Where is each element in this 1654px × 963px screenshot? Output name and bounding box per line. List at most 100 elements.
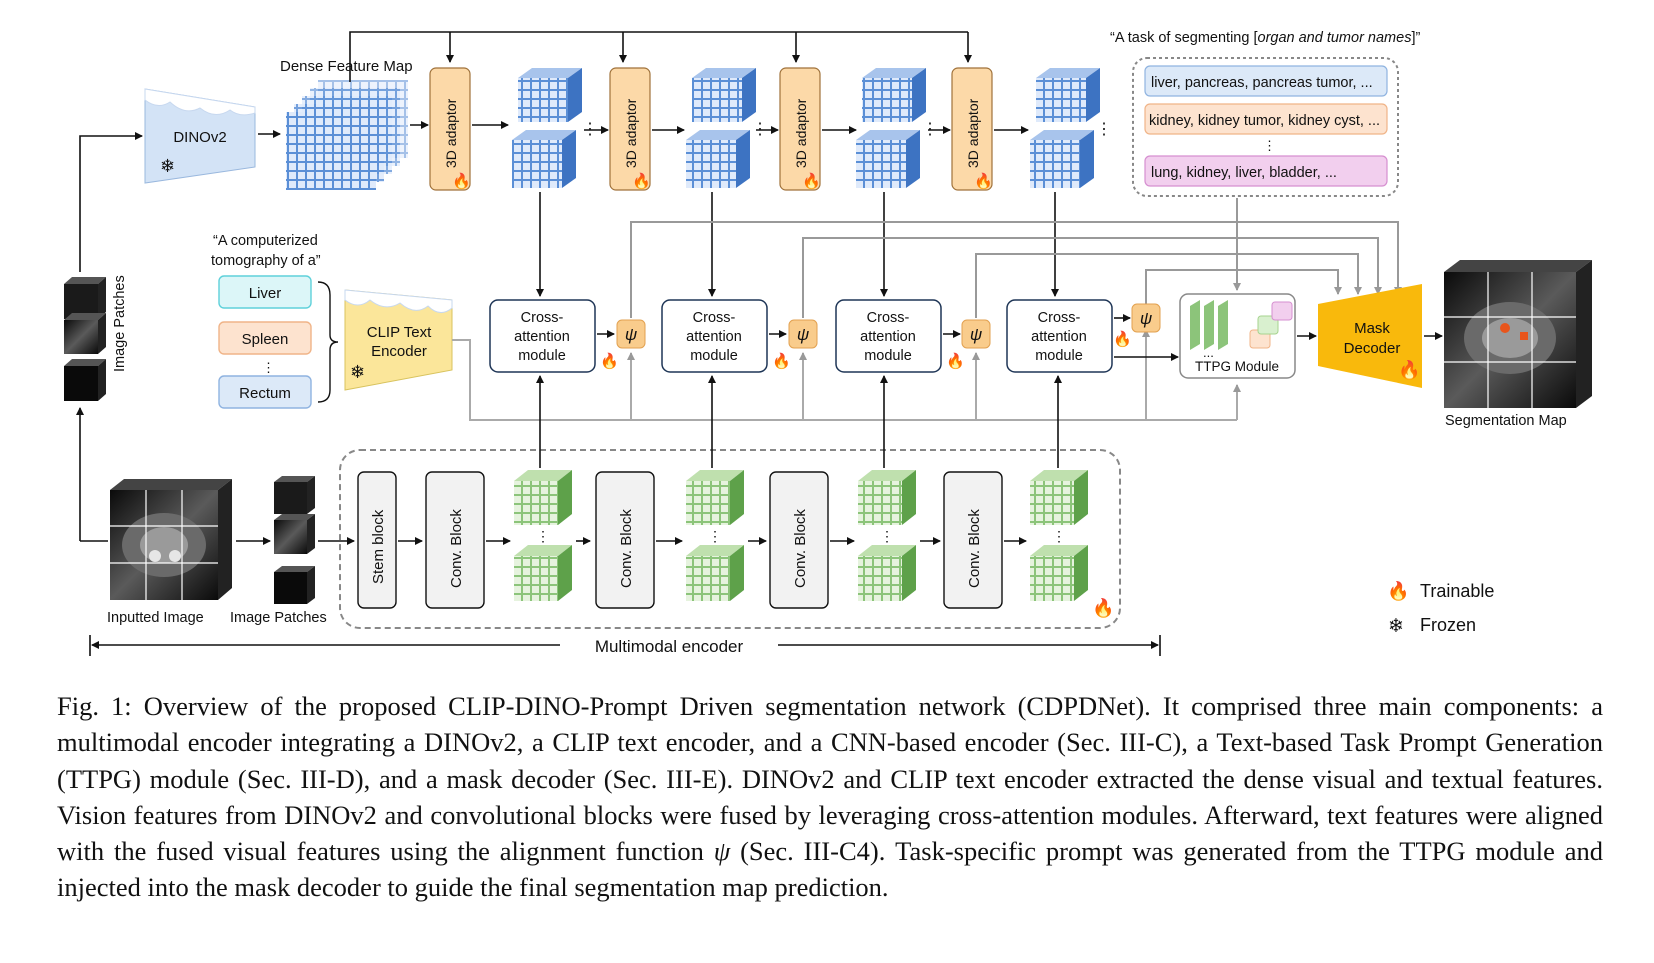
snowflake-icon: ❄ (350, 362, 365, 382)
alignment-psi-3: ψ (943, 319, 991, 349)
dense-feature-map-label: Dense Feature Map (280, 58, 413, 75)
cross-attention-module-1: Cross- attention module 🔥 (489, 299, 619, 373)
dense-feature-map-stack (286, 80, 408, 190)
stem-block-label: Stem block (370, 509, 387, 584)
task-prompt-label: “A task of segmenting [organ and tumor n… (1110, 30, 1420, 46)
clip-text-encoder: CLIP Text Encoder ❄ (344, 289, 453, 391)
ellipsis: ⋮ (1096, 121, 1112, 138)
flame-icon: 🔥 (632, 172, 651, 190)
adaptor-block-3: 3D adaptor 🔥 (779, 67, 821, 191)
conv-block-label: Conv. Block (618, 509, 635, 588)
image-patches-label: Image Patches (230, 610, 327, 626)
ellipsis: ⋮ (922, 121, 938, 138)
conv-block-4: Conv. Block (943, 471, 1003, 609)
task-prompt-box (1132, 57, 1399, 197)
cross-label-1: Cross- (1038, 310, 1081, 326)
blue-feature-cubes-1: ⋮ (512, 68, 598, 188)
segmentation-map-label: Segmentation Map (1445, 413, 1567, 429)
psi-label: ψ (970, 325, 982, 344)
cross-attention-module-3: Cross- attention module 🔥 (835, 299, 965, 373)
architecture-diagram: DINOv2 ❄ Dense Feature Map 3D adaptor 🔥 … (64, 30, 1592, 656)
stem-block: Stem block (357, 471, 397, 609)
flame-icon: 🔥 (452, 172, 471, 190)
flame-icon: 🔥 (1398, 359, 1420, 380)
blue-feature-cubes-3: ⋮ (856, 68, 938, 188)
cross-label-2: attention (860, 329, 916, 345)
cross-label-2: attention (686, 329, 742, 345)
flame-icon: 🔥 (802, 172, 821, 190)
legend-trainable: Trainable (1420, 581, 1494, 601)
adaptor-label: 3D adaptor (623, 98, 639, 168)
input-ct-volume (110, 479, 232, 600)
flame-icon: 🔥 (772, 352, 791, 370)
figure-caption: Fig. 1: Overview of the proposed CLIP-DI… (57, 688, 1603, 906)
ttpg-label: TTPG Module (1195, 359, 1279, 374)
image-patches-vertical-label: Image Patches (112, 275, 128, 372)
multimodal-encoder-label: Multimodal encoder (595, 637, 744, 656)
flame-icon: 🔥 (946, 352, 965, 370)
ellipsis: ⋮ (1052, 528, 1066, 544)
cross-label-1: Cross- (867, 310, 910, 326)
adaptor-label: 3D adaptor (443, 98, 459, 168)
green-feature-cubes-2: ⋮ (686, 470, 744, 601)
ct-caption-line-1: “A computerized (213, 233, 318, 249)
alignment-psi-4: ψ (1114, 303, 1161, 333)
ellipsis: ⋮ (752, 121, 768, 138)
green-feature-cubes-3: ⋮ (858, 470, 916, 601)
prompt-line-3: lung, kidney, liver, bladder, ... (1151, 165, 1337, 181)
flame-icon: 🔥 (1113, 330, 1132, 348)
cross-label-2: attention (514, 329, 570, 345)
caption-psi: ψ (713, 836, 731, 867)
adaptor-block-1: 3D adaptor 🔥 (429, 67, 471, 191)
conv-block-3: Conv. Block (769, 471, 829, 609)
cross-attention-module-2: Cross- attention module 🔥 (661, 299, 791, 373)
conv-block-1: Conv. Block (425, 471, 485, 609)
organ-spleen: Spleen (242, 331, 289, 348)
ellipsis: ⋮ (536, 528, 550, 544)
adaptor-label: 3D adaptor (965, 98, 981, 168)
cross-label-1: Cross- (693, 310, 736, 326)
ellipsis: ⋮ (880, 528, 894, 544)
ellipsis: ... (1203, 345, 1214, 360)
prompt-line-1: liver, pancreas, pancreas tumor, ... (1151, 75, 1373, 91)
cross-label-1: Cross- (521, 310, 564, 326)
conv-block-label: Conv. Block (792, 509, 809, 588)
caption-text-2: (Sec. III-C4). Task-specific prompt was … (57, 836, 1603, 903)
psi-label: ψ (797, 325, 809, 344)
cross-attention-module-4: Cross- attention module 🔥 (1006, 299, 1132, 373)
flame-icon: 🔥 (600, 352, 619, 370)
inputted-image-label: Inputted Image (107, 610, 204, 626)
ct-caption-line-2: tomography of a” (211, 253, 321, 269)
conv-block-2: Conv. Block (595, 471, 655, 609)
clip-label-line-2: Encoder (371, 343, 427, 360)
ellipsis: ⋮ (262, 360, 275, 375)
mask-decoder: Mask Decoder 🔥 (1318, 284, 1422, 388)
cross-label-2: attention (1031, 329, 1087, 345)
ellipsis: ⋮ (1263, 138, 1276, 153)
cnn-encoder-region (339, 449, 1121, 629)
image-patches-bottom (274, 476, 315, 604)
legend: 🔥 Trainable ❄ Frozen (1387, 580, 1494, 637)
legend-frozen: Frozen (1420, 615, 1476, 635)
conv-block-label: Conv. Block (448, 509, 465, 588)
psi-label: ψ (1140, 309, 1152, 328)
cross-label-3: module (1035, 348, 1083, 364)
green-feature-cubes-1: ⋮ (514, 470, 572, 601)
blue-feature-cubes-2: ⋮ (686, 68, 768, 188)
adaptor-block-2: 3D adaptor 🔥 (609, 67, 651, 191)
dinov2-encoder: DINOv2 ❄ (144, 88, 256, 184)
image-patches-left (64, 277, 106, 401)
green-feature-cubes-4: ⋮ (1030, 470, 1088, 601)
cross-label-3: module (690, 348, 738, 364)
psi-label: ψ (625, 325, 637, 344)
cross-label-3: module (518, 348, 566, 364)
snowflake-icon: ❄ (160, 156, 175, 176)
snowflake-icon: ❄ (1388, 616, 1404, 637)
mask-label-2: Decoder (1344, 340, 1401, 357)
blue-feature-cubes-4: ⋮ (1030, 68, 1112, 188)
alignment-psi-1: ψ (597, 319, 646, 349)
clip-label-line-1: CLIP Text (367, 324, 432, 341)
caption-text-1: Fig. 1: Overview of the proposed CLIP-DI… (57, 691, 1603, 867)
ttpg-module: ... TTPG Module (1179, 293, 1296, 379)
adaptor-label: 3D adaptor (793, 98, 809, 168)
